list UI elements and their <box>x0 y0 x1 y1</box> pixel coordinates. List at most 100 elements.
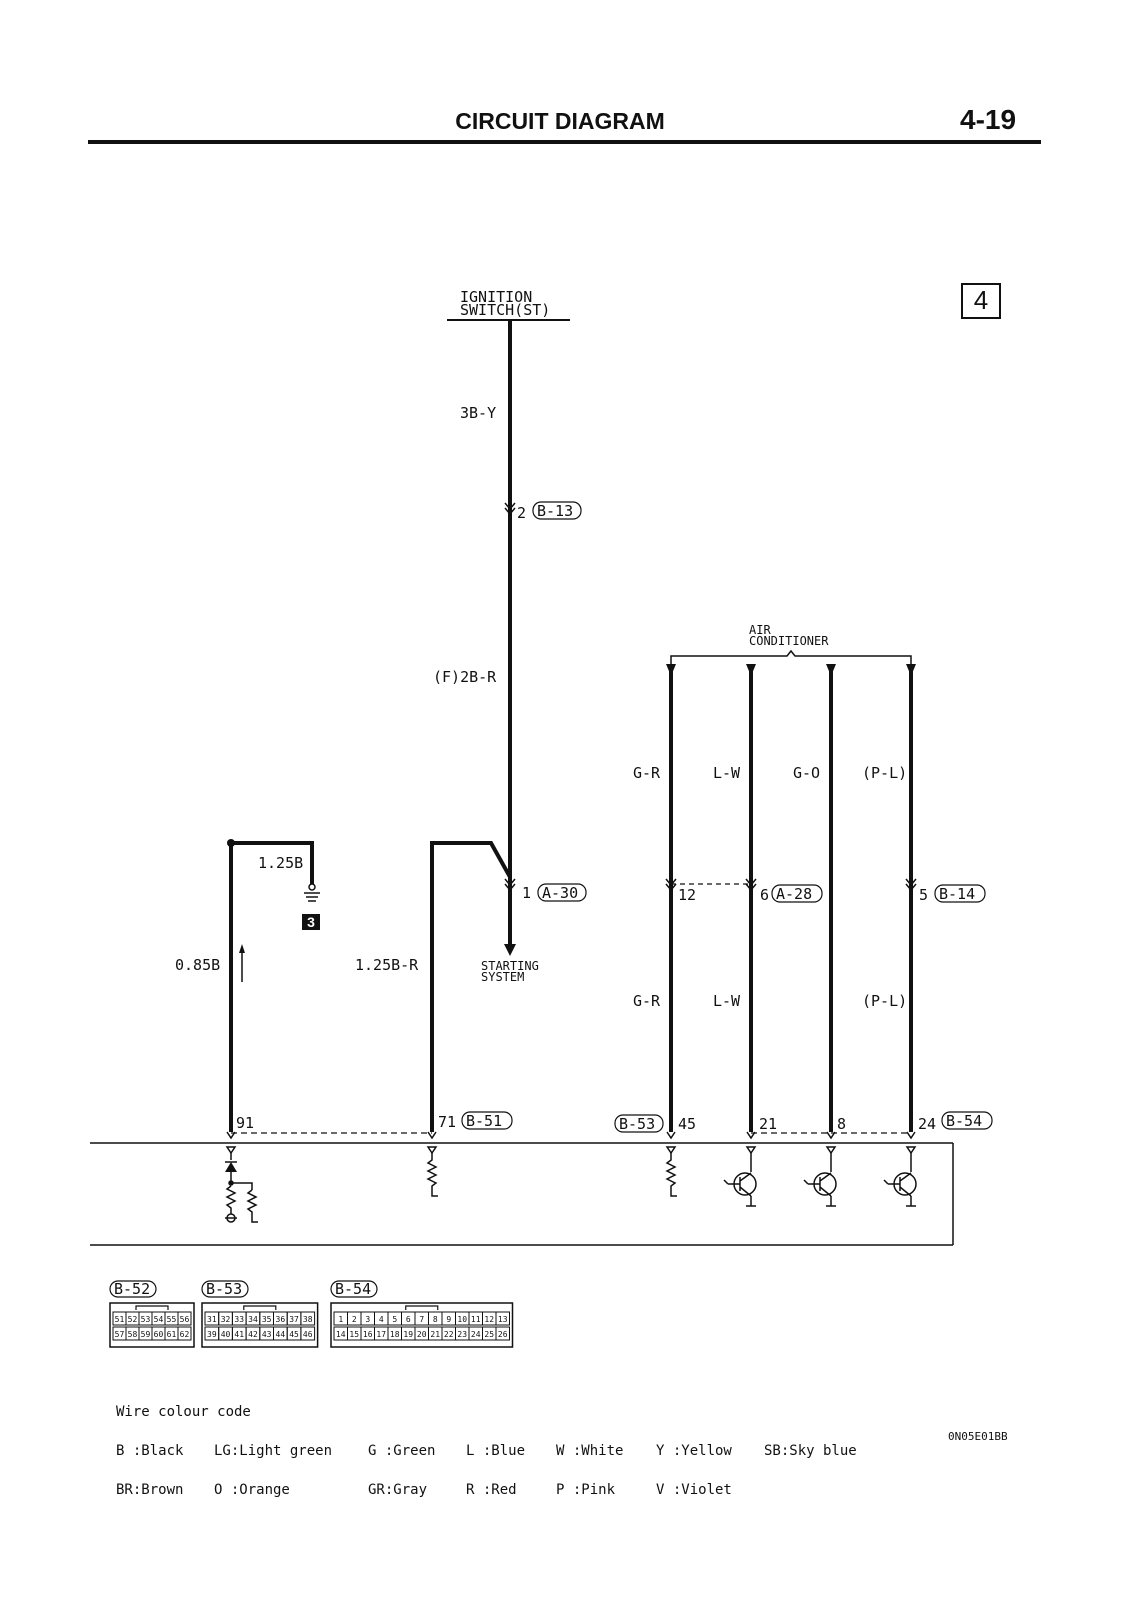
cavity-number: 21 <box>430 1330 440 1339</box>
wire-label: 3B-Y <box>460 404 496 422</box>
wire-label: (P-L) <box>862 992 907 1010</box>
ac-arrow <box>746 664 756 676</box>
cavity-number: 1 <box>338 1315 343 1324</box>
cavity-number: 52 <box>128 1315 138 1324</box>
page-number: 4-19 <box>960 104 1017 135</box>
ac-bracket <box>670 649 912 666</box>
connector-oval <box>109 1280 157 1298</box>
ac-arrow <box>906 664 916 676</box>
conn-oval-b13 <box>532 501 582 520</box>
ecu-transistor-24 <box>883 1146 917 1207</box>
cavity-number: 57 <box>115 1330 125 1339</box>
cavity-number: 40 <box>221 1330 231 1339</box>
starting-label: STARTING <box>481 959 539 973</box>
cavity-number: 8 <box>433 1315 438 1324</box>
wire-label: 0.85B <box>175 956 220 974</box>
cavity-number: 55 <box>167 1315 177 1324</box>
wire-label: G-O <box>793 764 820 782</box>
connector-label: A-28 <box>776 885 812 903</box>
cavity-number: 16 <box>363 1330 373 1339</box>
cavity-number: 45 <box>289 1330 299 1339</box>
ecu-internal-91 <box>225 1146 258 1223</box>
connector-name: B-54 <box>335 1280 371 1298</box>
conn-oval-b51 <box>461 1111 513 1130</box>
connector-housing <box>201 1302 319 1348</box>
wire-label: L-W <box>713 764 741 782</box>
wire-label: 1.25B-R <box>355 956 419 974</box>
connector-cavity <box>300 1311 316 1326</box>
starting-arrow <box>504 944 516 956</box>
page-title: CIRCUIT DIAGRAM <box>455 108 665 134</box>
cavity-number: 46 <box>303 1330 313 1339</box>
pin-label: 91 <box>236 1114 254 1132</box>
conn-oval-a28 <box>771 884 823 903</box>
cavity-number: 60 <box>154 1330 164 1339</box>
connector-latch <box>243 1305 277 1310</box>
pin-mark <box>666 1131 676 1140</box>
ecu-transistor-8 <box>803 1146 837 1207</box>
cavity-number: 54 <box>154 1315 164 1324</box>
connector-housing <box>330 1302 514 1348</box>
connector-cavity <box>177 1326 192 1341</box>
cavity-number: 35 <box>262 1315 272 1324</box>
connector-cavity <box>177 1311 192 1326</box>
cavity-number: 13 <box>498 1315 508 1324</box>
cavity-number: 59 <box>141 1330 151 1339</box>
connector-label: B-13 <box>537 502 573 520</box>
connector-housing <box>109 1302 195 1348</box>
cavity-number: 62 <box>180 1330 190 1339</box>
connector-cavity <box>300 1326 316 1341</box>
ac-arrow <box>826 664 836 676</box>
cavity-number: 5 <box>392 1315 397 1324</box>
wire-label: G-R <box>633 992 661 1010</box>
pin-mark <box>226 1131 236 1140</box>
connector-mark-a28 <box>745 878 757 892</box>
header-rule <box>88 140 1041 144</box>
legend-entry: SB:Sky blue <box>764 1443 857 1459</box>
junction-dot <box>227 839 235 847</box>
pin-label: 6 <box>760 886 769 904</box>
cavity-number: 9 <box>446 1315 451 1324</box>
cavity-number: 34 <box>248 1315 258 1324</box>
cavity-number: 17 <box>376 1330 386 1339</box>
cavity-number: 23 <box>457 1330 467 1339</box>
cavity-number: 32 <box>221 1315 231 1324</box>
wire-label: 1.25B <box>258 854 303 872</box>
cavity-number: 4 <box>379 1315 384 1324</box>
legend-title: Wire colour code <box>116 1404 251 1420</box>
pin-label: 5 <box>919 886 928 904</box>
cavity-number: 3 <box>365 1315 370 1324</box>
legend-entry: P :Pink <box>556 1482 616 1498</box>
pin-mark <box>746 1131 756 1140</box>
pin-label: 21 <box>759 1115 777 1133</box>
cavity-number: 19 <box>403 1330 413 1339</box>
wire-label: (F)2B-R <box>433 668 497 686</box>
legend-entry: L :Blue <box>466 1443 526 1459</box>
cavity-number: 7 <box>419 1315 424 1324</box>
legend-entry: O :Orange <box>214 1482 290 1498</box>
cavity-number: 36 <box>276 1315 286 1324</box>
ground-badge <box>302 914 320 930</box>
legend-entry: R :Red <box>466 1482 517 1498</box>
document-code: 0N05E01BB <box>948 1430 1008 1443</box>
connector-mark-12 <box>665 878 677 892</box>
ground-terminal <box>308 883 316 891</box>
ac-arrow <box>666 664 676 676</box>
pin-label: 45 <box>678 1115 696 1133</box>
connector-oval <box>330 1280 378 1298</box>
legend-entry: BR:Brown <box>116 1482 184 1498</box>
connector-label: B-54 <box>946 1112 982 1130</box>
ac-label: AIR <box>749 623 771 637</box>
conn-oval-a30 <box>537 883 587 902</box>
cavity-number: 22 <box>444 1330 454 1339</box>
cavity-number: 53 <box>141 1315 151 1324</box>
pin-label: 8 <box>837 1115 846 1133</box>
connector-mark-b14 <box>905 878 917 892</box>
